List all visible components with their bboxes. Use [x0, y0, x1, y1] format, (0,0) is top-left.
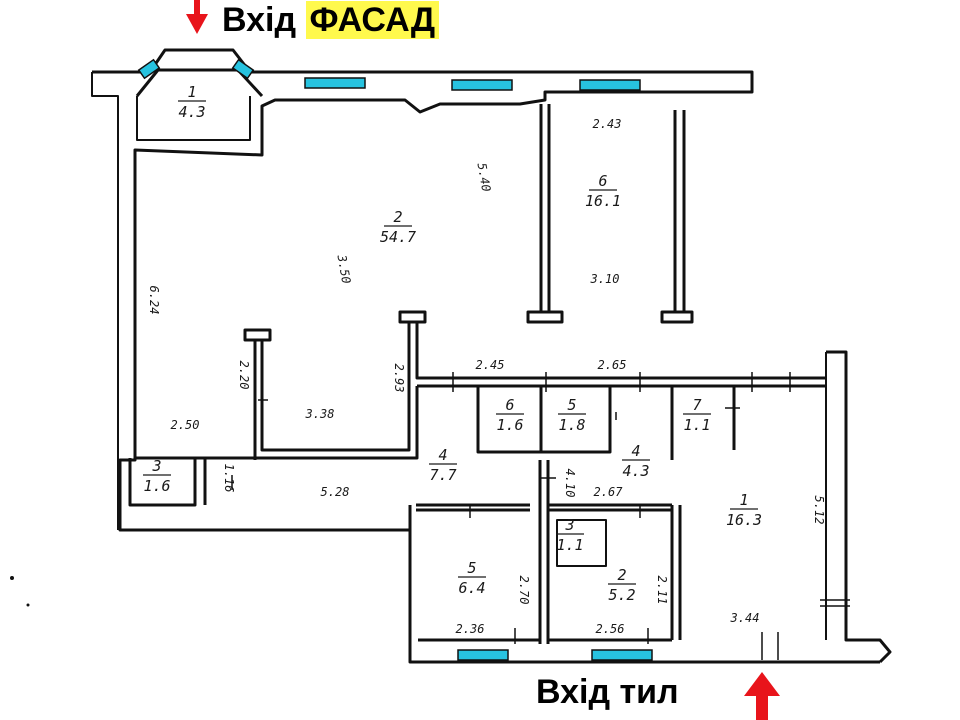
room-area: 1.1: [683, 416, 710, 434]
room-number: 6: [598, 172, 607, 190]
dimension-label: 2.36: [456, 622, 485, 636]
room-number: 5: [467, 559, 476, 577]
dimension-label: 6.24: [147, 286, 161, 315]
room-label: 51.8: [558, 396, 586, 434]
rear-entrance-arrow-icon: [744, 672, 780, 720]
room-number: 3: [564, 516, 574, 534]
room-area: 6.4: [458, 579, 485, 597]
room-area: 1.6: [496, 416, 523, 434]
dimension-label: 2.93: [392, 364, 406, 393]
dimension-label: 3.50: [334, 253, 353, 285]
window: [457, 649, 509, 661]
dimension-label: 3.38: [305, 407, 335, 421]
room-area: 16.3: [726, 511, 762, 529]
room-number: 2: [393, 208, 402, 226]
dimension-label: 5.12: [812, 496, 826, 525]
tiny-room-3: [556, 519, 607, 567]
room6-partitions: [539, 104, 686, 312]
facade-entrance-highlight: ФАСАД: [305, 1, 440, 39]
room-labels: 14.3254.7616.161.651.871.131.647.744.311…: [143, 83, 762, 604]
room-number: 4: [438, 446, 447, 464]
scan-marks: [10, 576, 30, 607]
room-area: 16.1: [585, 192, 621, 210]
window: [579, 79, 641, 91]
room-number: 1: [187, 83, 196, 101]
dimension-labels: 2.43 5.40 3.50 3.10 6.24 2.20 2.93 2.45 2.65 2.50…: [147, 117, 850, 660]
room-label: 616.1: [585, 172, 621, 210]
room-label: 61.6: [496, 396, 524, 434]
room-label: 71.1: [683, 396, 711, 434]
dimension-label: 2.45: [476, 358, 505, 372]
outer-wall-inner: [91, 72, 119, 530]
room-number: 5: [567, 396, 576, 414]
room-label: 25.2: [608, 566, 636, 604]
room-area: 5.2: [608, 586, 635, 604]
window: [451, 79, 513, 91]
dimension-label: 2.70: [517, 576, 531, 605]
left-small-room: [128, 458, 412, 530]
dimension-label: 3.10: [590, 272, 620, 286]
dimension-label: 1.16: [222, 464, 236, 493]
window: [591, 649, 653, 661]
rear-right-wall: [826, 350, 892, 664]
dimension-label: 2.43: [593, 117, 622, 131]
room-number: 3: [151, 457, 161, 475]
bay-inner: [136, 96, 251, 141]
rear-entrance-label: Вхід тил: [536, 673, 679, 711]
pier-caps: [243, 310, 694, 342]
room-number: 7: [692, 396, 701, 414]
room-area: 4.3: [622, 462, 649, 480]
small-rooms: [416, 386, 736, 644]
room-area: 1.8: [558, 416, 585, 434]
room-label: 31.1: [556, 516, 584, 554]
facade-entrance-prefix: Вхід: [222, 1, 297, 39]
room-area: 1.6: [143, 477, 170, 495]
room-label: 47.7: [429, 446, 457, 484]
room-label: 14.3: [178, 83, 206, 121]
room-area: 54.7: [380, 228, 416, 246]
walls: [91, 48, 892, 664]
interior-walls: [135, 322, 826, 460]
facade-entrance-arrow-icon: [186, 0, 208, 34]
dimension-label: 2.56: [596, 622, 625, 636]
room-area: 7.7: [429, 466, 456, 484]
room-area: 4.3: [178, 103, 205, 121]
window: [304, 77, 366, 89]
room-label: 56.4: [458, 559, 486, 597]
dimension-label: 2.50: [171, 418, 200, 432]
dimension-label: 2.67: [594, 485, 624, 499]
room-label: 116.3: [726, 491, 762, 529]
dimension-label: 2.11: [655, 576, 669, 605]
room-label: 44.3: [622, 442, 650, 480]
dimension-label: 2.20: [237, 361, 251, 390]
room-number: 6: [505, 396, 514, 414]
dimension-label: 5.40: [475, 162, 494, 193]
dimension-label: 3.44: [730, 611, 760, 625]
room-label: 254.7: [380, 208, 416, 246]
room-number: 2: [617, 566, 626, 584]
dimension-label: 5.28: [321, 485, 350, 499]
windows: [137, 58, 653, 661]
window: [137, 58, 161, 80]
dimension-label: 4.10: [563, 469, 577, 498]
window: [231, 58, 255, 80]
room-number: 1: [739, 491, 748, 509]
facade-entrance-label: Вхід ФАСАД: [222, 0, 440, 40]
room-label: 31.6: [143, 457, 171, 495]
dimension-label: 2.65: [598, 358, 627, 372]
room-number: 4: [631, 442, 640, 460]
room-area: 1.1: [556, 536, 583, 554]
